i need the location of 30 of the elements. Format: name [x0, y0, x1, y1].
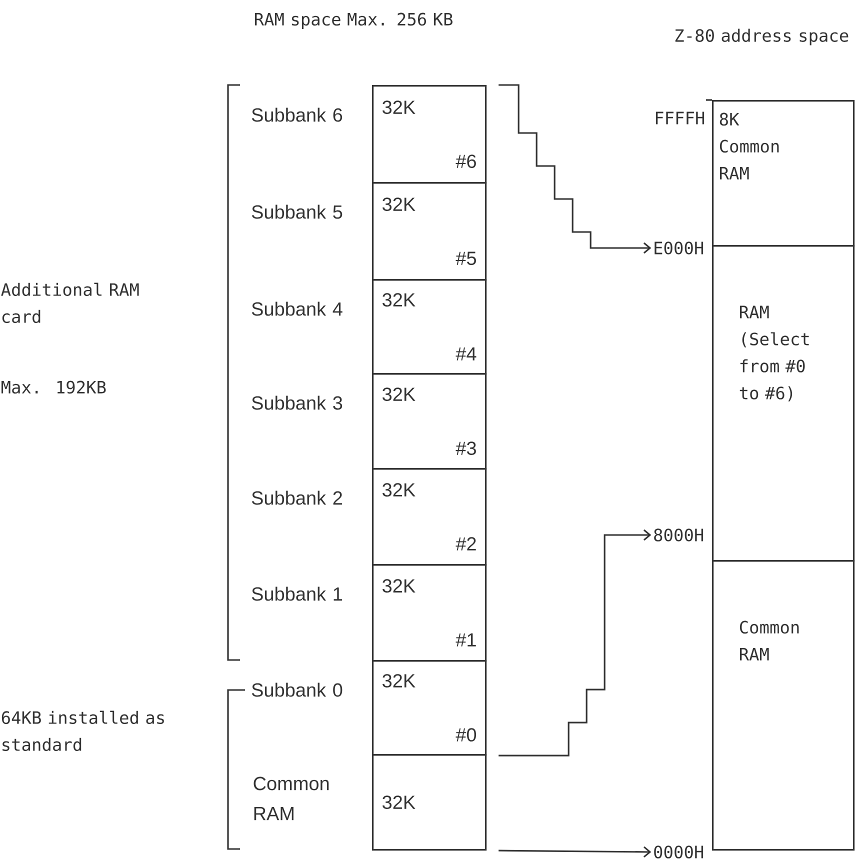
bank-label: Subbank 6 — [252, 108, 342, 122]
bank-label: Subbank 0 — [252, 682, 342, 697]
memory-box: 32K #4 — [372, 279, 487, 375]
side-note: Max. 192KB — [2, 380, 106, 394]
memory-box: 32K #0 — [372, 660, 487, 756]
memory-box: 32K #6 — [372, 85, 487, 184]
bank-label: Common RAM — [254, 776, 329, 820]
memory-box: 32K #3 — [372, 373, 487, 470]
address-label: 8000H — [654, 528, 704, 542]
address-block: Common RAM — [712, 560, 855, 851]
memory-box: 32K #2 — [372, 468, 487, 566]
side-note: 64KB installed as standard — [2, 710, 164, 752]
address-label: E000H — [654, 242, 704, 254]
arrow — [498, 846, 652, 858]
arrow — [498, 84, 652, 254]
heading: Z-80 address space — [675, 28, 848, 46]
heading: RAM space Max. 256 KB — [255, 12, 452, 29]
address-label: 0000H — [654, 846, 704, 858]
memory-box: 32K #5 — [372, 182, 487, 281]
bank-label: Subbank 2 — [252, 490, 342, 505]
address-block: RAM (Select from #0 to #6) — [712, 245, 855, 562]
memory-box: 32K — [372, 754, 487, 851]
bank-label: Subbank 1 — [252, 586, 342, 601]
bank-label: Subbank 4 — [252, 302, 342, 316]
bank-label: Subbank 3 — [252, 396, 342, 410]
arrow — [498, 529, 652, 756]
bank-label: Subbank 5 — [252, 204, 342, 219]
memory-box: 32K #1 — [372, 564, 487, 662]
address-block: 8K Common RAM — [712, 100, 855, 247]
side-note: Additional RAM card — [1, 282, 139, 324]
